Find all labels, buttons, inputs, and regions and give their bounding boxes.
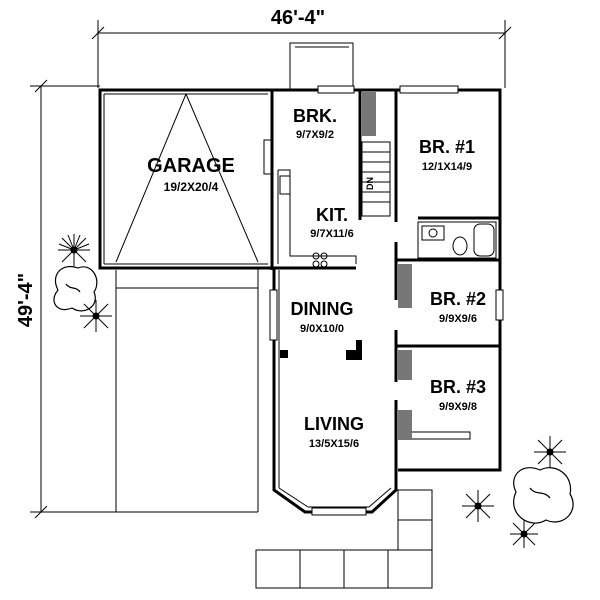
dining-size: 9/0X10/0: [300, 323, 344, 335]
driveway: [115, 270, 259, 512]
bedroom3-name: BR. #3: [430, 377, 486, 397]
bedroom1-size: 12/1X14/9: [422, 161, 472, 173]
tree-icon: [80, 300, 112, 332]
garage-name: GARAGE: [147, 155, 235, 177]
dining-fixtures: [280, 340, 362, 360]
kitchen-name: KIT.: [316, 205, 348, 225]
bedroom1-name: BR. #1: [419, 137, 475, 157]
bedroom2-name: BR. #2: [430, 289, 486, 309]
tree-icon: [534, 436, 566, 468]
dining-name: DINING: [291, 299, 354, 319]
room-kitchen-label: KIT. 9/7X11/6: [310, 205, 353, 240]
shrub-icon: [53, 266, 98, 312]
staircase: DN: [361, 141, 391, 217]
room-dining-label: DINING 9/0X10/0: [291, 299, 354, 335]
bedroom2-size: 9/9X9/6: [439, 313, 477, 325]
rear-porch: [289, 42, 354, 90]
front-walkway: [255, 489, 433, 589]
garage-size: 19/2X20/4: [164, 180, 219, 194]
shrub-icon: [513, 467, 574, 524]
bathroom: [417, 221, 497, 259]
stair-label: DN: [365, 177, 375, 190]
width-dimension: 46'-4": [91, 7, 512, 88]
room-garage-label: GARAGE 19/2X20/4: [147, 155, 235, 194]
breakfast-name: BRK.: [293, 106, 337, 126]
room-bedroom3-label: BR. #3 9/9X9/8: [430, 377, 486, 413]
room-living-label: LIVING 13/5X15/6: [304, 414, 364, 450]
living-name: LIVING: [304, 414, 364, 434]
kitchen-size: 9/7X11/6: [310, 228, 353, 240]
living-size: 13/5X15/6: [309, 438, 359, 450]
depth-dimension: 49'-4": [15, 79, 258, 519]
overall-width-label: 46'-4": [271, 7, 325, 29]
garage: [98, 88, 273, 270]
interior-walls: [272, 90, 500, 470]
tree-icon: [58, 234, 90, 266]
room-breakfast-label: BRK. 9/7X9/2: [293, 106, 337, 141]
tree-icon: [510, 520, 538, 548]
breakfast-size: 9/7X9/2: [296, 129, 334, 141]
room-bedroom2-label: BR. #2 9/9X9/6: [430, 289, 486, 325]
overall-depth-label: 49'-4": [15, 273, 37, 327]
closets: [362, 92, 412, 440]
kitchen-counters: [277, 169, 357, 268]
bedroom3-size: 9/9X9/8: [439, 401, 477, 413]
tree-icon: [462, 490, 494, 522]
room-bedroom1-label: BR. #1 12/1X14/9: [419, 137, 475, 173]
